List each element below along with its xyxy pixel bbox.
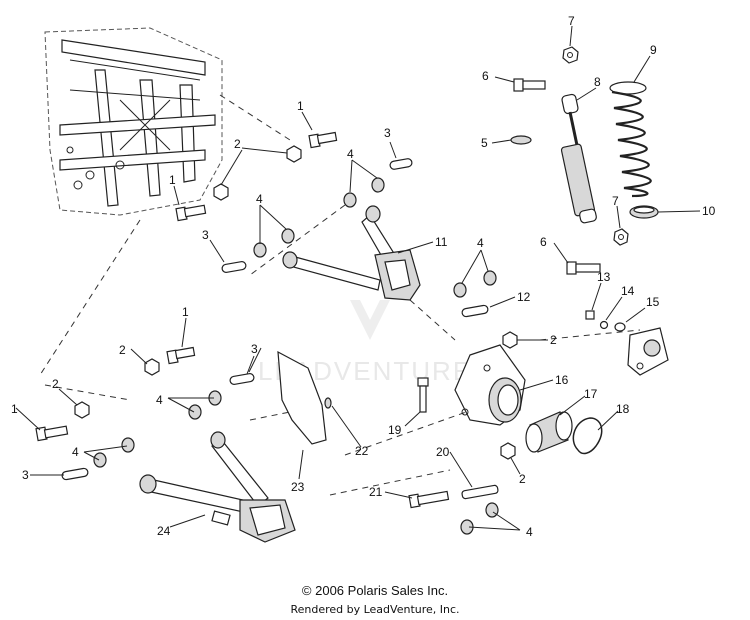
bushing-4-c [453, 270, 497, 298]
brake-caliper [627, 327, 669, 376]
callout-14: 14 [621, 284, 635, 298]
callout-17: 17 [584, 387, 598, 401]
sleeve-3-c [229, 373, 255, 385]
callout-2: 2 [550, 333, 557, 347]
callout-labels: 7 6 8 9 5 7 10 1 3 2 4 1 4 3 11 4 6 12 1… [11, 14, 716, 539]
snap-ring [572, 417, 603, 455]
nut-2-c [144, 358, 160, 376]
sleeve-3-a [389, 158, 413, 170]
callout-1: 1 [11, 402, 18, 416]
nut-2-b [213, 183, 229, 201]
bolt-6-right [566, 261, 601, 275]
sleeve-3-b [221, 261, 247, 273]
bushing-4-d [188, 390, 222, 420]
nut-2-e [502, 331, 518, 349]
lower-a-arm [139, 431, 296, 543]
callout-23: 23 [291, 480, 305, 494]
sleeve-3-d [61, 467, 89, 481]
vehicle-frame [44, 27, 223, 216]
bearing-carrier [454, 344, 526, 426]
callout-4: 4 [256, 192, 263, 206]
nut-2-a [286, 145, 302, 163]
callout-19: 19 [388, 423, 402, 437]
rendered-by-text: Rendered by LeadVenture, Inc. [290, 603, 460, 616]
callout-1: 1 [169, 173, 176, 187]
callout-10: 10 [702, 204, 716, 218]
callout-22: 22 [355, 444, 369, 458]
callout-13: 13 [597, 270, 611, 284]
bolt-13 [585, 310, 595, 320]
bushing-4-f [460, 502, 499, 535]
callout-3: 3 [384, 126, 391, 140]
callout-3: 3 [22, 468, 29, 482]
washer-14 [599, 320, 609, 330]
callout-6: 6 [540, 235, 547, 249]
leader-lines [15, 25, 701, 531]
nut-7-top [562, 46, 579, 64]
upper-a-arm [282, 205, 421, 301]
washer-15 [614, 322, 626, 332]
nut-2-d [74, 401, 90, 419]
pin-22 [324, 397, 332, 409]
callout-1: 1 [297, 99, 304, 113]
callout-2: 2 [234, 137, 241, 151]
callout-12: 12 [517, 290, 531, 304]
callout-7: 7 [568, 14, 575, 28]
bolt-6-top [513, 78, 546, 92]
spring-retainer [629, 205, 659, 219]
bolt-1-a [308, 131, 338, 149]
shock-absorber [560, 93, 597, 224]
coil-spring [609, 81, 652, 198]
callout-4: 4 [477, 236, 484, 250]
bolt-1-b [175, 204, 207, 222]
callout-9: 9 [650, 43, 657, 57]
callout-5: 5 [481, 136, 488, 150]
bushing-4-a [343, 177, 385, 208]
callout-1: 1 [182, 305, 189, 319]
bushing-4-e [93, 437, 135, 468]
callout-2: 2 [519, 472, 526, 486]
callout-4: 4 [347, 147, 354, 161]
callout-21: 21 [369, 485, 383, 499]
callout-7: 7 [612, 194, 619, 208]
callout-15: 15 [646, 295, 660, 309]
callout-24: 24 [157, 524, 171, 538]
wheel-bearing [525, 411, 573, 453]
skid-plate [277, 350, 327, 445]
bolt-1-c [166, 346, 196, 365]
sleeve-12 [461, 304, 489, 318]
pin-20 [461, 484, 499, 500]
callout-2: 2 [52, 377, 59, 391]
bolt-21 [408, 490, 450, 509]
callout-20: 20 [436, 445, 450, 459]
callout-11: 11 [435, 235, 448, 249]
callout-16: 16 [555, 373, 569, 387]
callout-2: 2 [119, 343, 126, 357]
callout-4: 4 [156, 393, 163, 407]
callout-4: 4 [526, 525, 533, 539]
callout-6: 6 [482, 69, 489, 83]
callout-3: 3 [202, 228, 209, 242]
bolt-19 [417, 377, 429, 413]
nut-2-f [500, 442, 516, 460]
copyright-text: © 2006 Polaris Sales Inc. [301, 583, 449, 598]
nut-7-bottom [613, 228, 629, 246]
callout-3: 3 [251, 342, 258, 356]
washer-5 [510, 135, 532, 145]
callout-4: 4 [72, 445, 79, 459]
callout-18: 18 [616, 402, 630, 416]
bolt-1-d [35, 425, 69, 442]
callout-8: 8 [594, 75, 601, 89]
bushing-4-b [253, 228, 295, 258]
